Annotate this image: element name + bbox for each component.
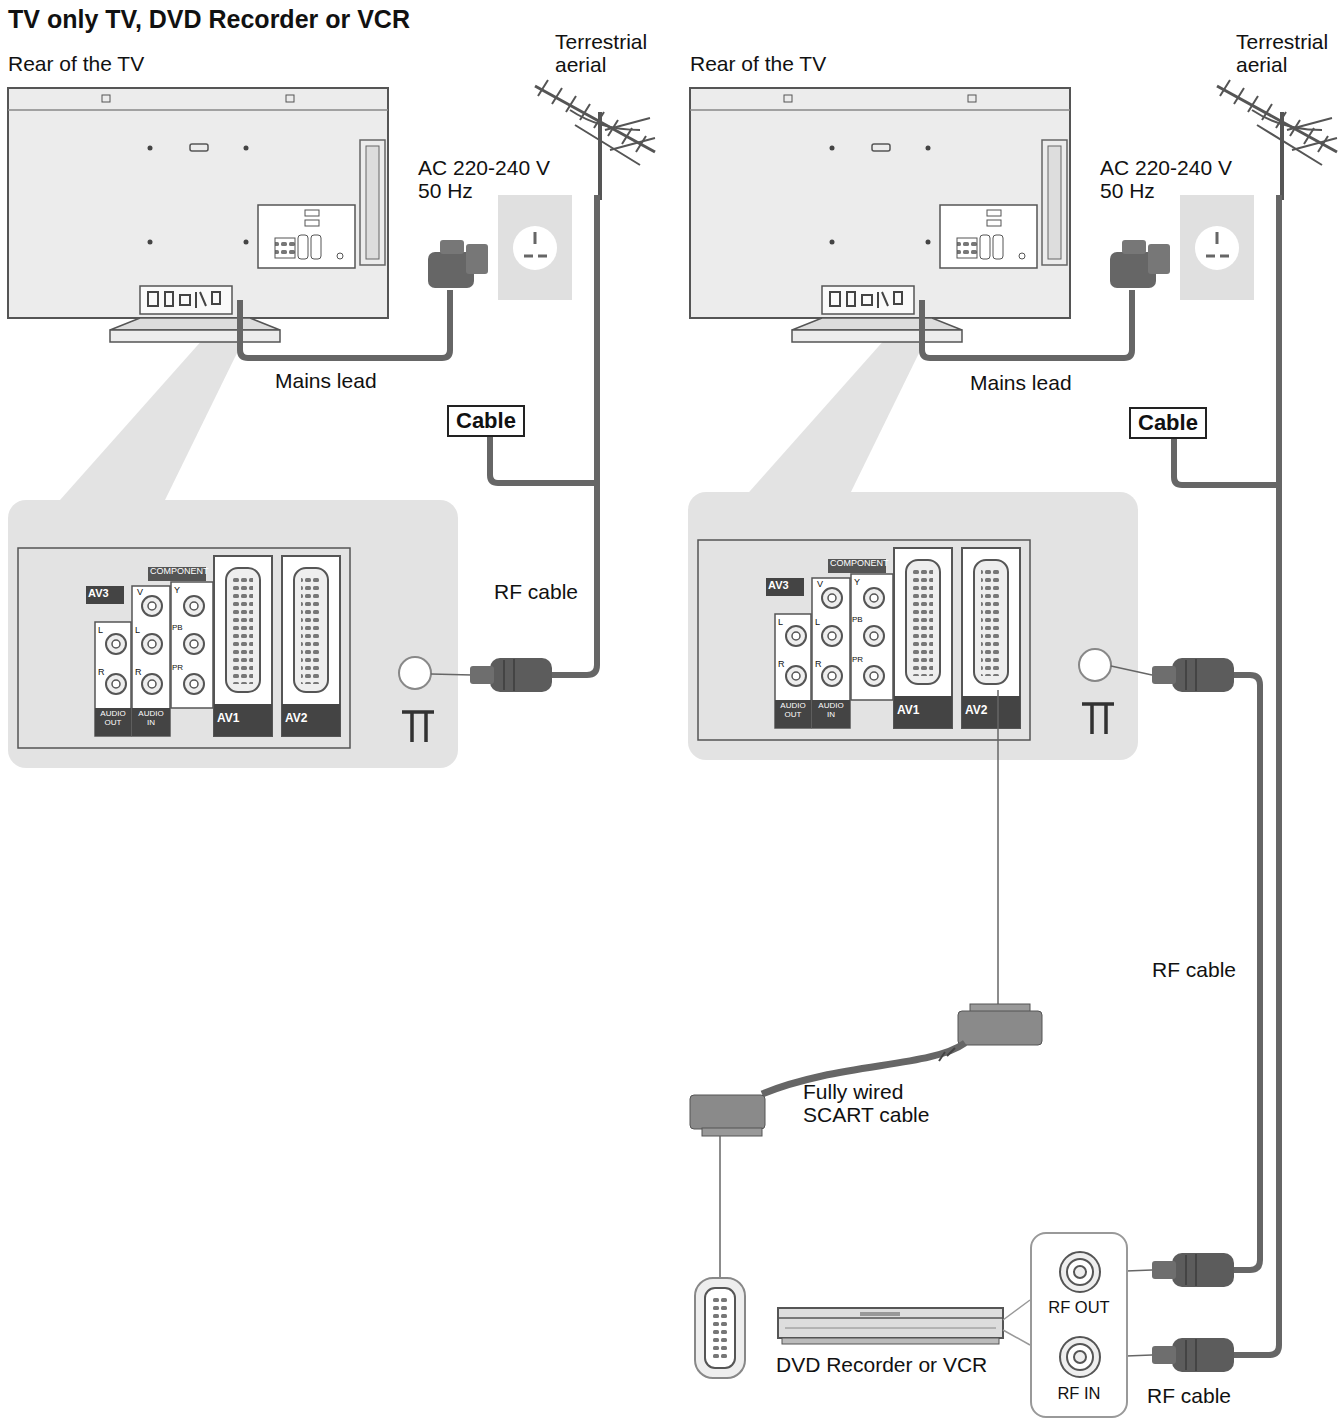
jack-name: Y — [854, 578, 860, 588]
input-name: AV2 — [285, 712, 307, 725]
box-text: Cable — [1138, 411, 1198, 435]
cable-box: Cable — [1129, 407, 1207, 439]
group-name: COMPONENT — [150, 567, 209, 577]
jack-name: PR — [172, 664, 183, 673]
rf-terminal-box: RF OUT RF IN — [1030, 1232, 1128, 1418]
port-name: AUDIO OUT — [776, 702, 810, 720]
cable-box: Cable — [447, 405, 525, 437]
jack-name: R — [135, 668, 142, 678]
aerial-label: Terrestrial aerial — [555, 30, 667, 76]
jack-name: PR — [852, 656, 863, 665]
lead-label: Mains lead — [970, 371, 1072, 394]
cable-label: Fully wired SCART cable — [803, 1080, 953, 1126]
input-name: AV1 — [217, 712, 239, 725]
input-name: AV3 — [88, 587, 109, 599]
jack-name: PB — [172, 624, 183, 633]
lead-label: Mains lead — [275, 369, 377, 392]
jack-name: V — [137, 588, 143, 598]
jack-name: L — [135, 626, 140, 636]
jack-name: PB — [852, 616, 863, 625]
terminal-name: RF OUT — [1032, 1298, 1126, 1317]
jack-name: L — [815, 618, 820, 628]
view-heading: Rear of the TV — [690, 52, 826, 75]
diagram-title: TV only TV, DVD Recorder or VCR — [8, 6, 410, 34]
jack-name: L — [98, 626, 103, 636]
box-text: Cable — [456, 409, 516, 433]
port-name: AUDIO IN — [134, 710, 168, 728]
device-name: DVD Recorder or VCR — [776, 1353, 987, 1377]
jack-name: V — [817, 580, 823, 590]
input-name: AV1 — [897, 704, 919, 717]
view-heading: Rear of the TV — [8, 52, 144, 75]
port-name: AUDIO OUT — [96, 710, 130, 728]
cable-label: RF cable — [494, 580, 578, 603]
jack-name: R — [815, 660, 822, 670]
terminal-name: RF IN — [1032, 1384, 1126, 1403]
cable-label: RF cable — [1147, 1384, 1231, 1407]
power-label: AC 220-240 V 50 Hz — [1100, 156, 1260, 202]
jack-name: Y — [174, 586, 180, 596]
port-name: AUDIO IN — [814, 702, 848, 720]
cable-label: RF cable — [1152, 958, 1236, 981]
jack-name: R — [98, 668, 105, 678]
group-name: COMPONENT — [830, 559, 889, 569]
input-name: AV3 — [768, 579, 789, 591]
aerial-label: Terrestrial aerial — [1236, 30, 1340, 76]
jack-name: R — [778, 660, 785, 670]
power-label: AC 220-240 V 50 Hz — [418, 156, 578, 202]
dvd-recorder: DVD Recorder or VCR — [772, 1300, 1012, 1380]
input-name: AV2 — [965, 704, 987, 717]
jack-name: L — [778, 618, 783, 628]
